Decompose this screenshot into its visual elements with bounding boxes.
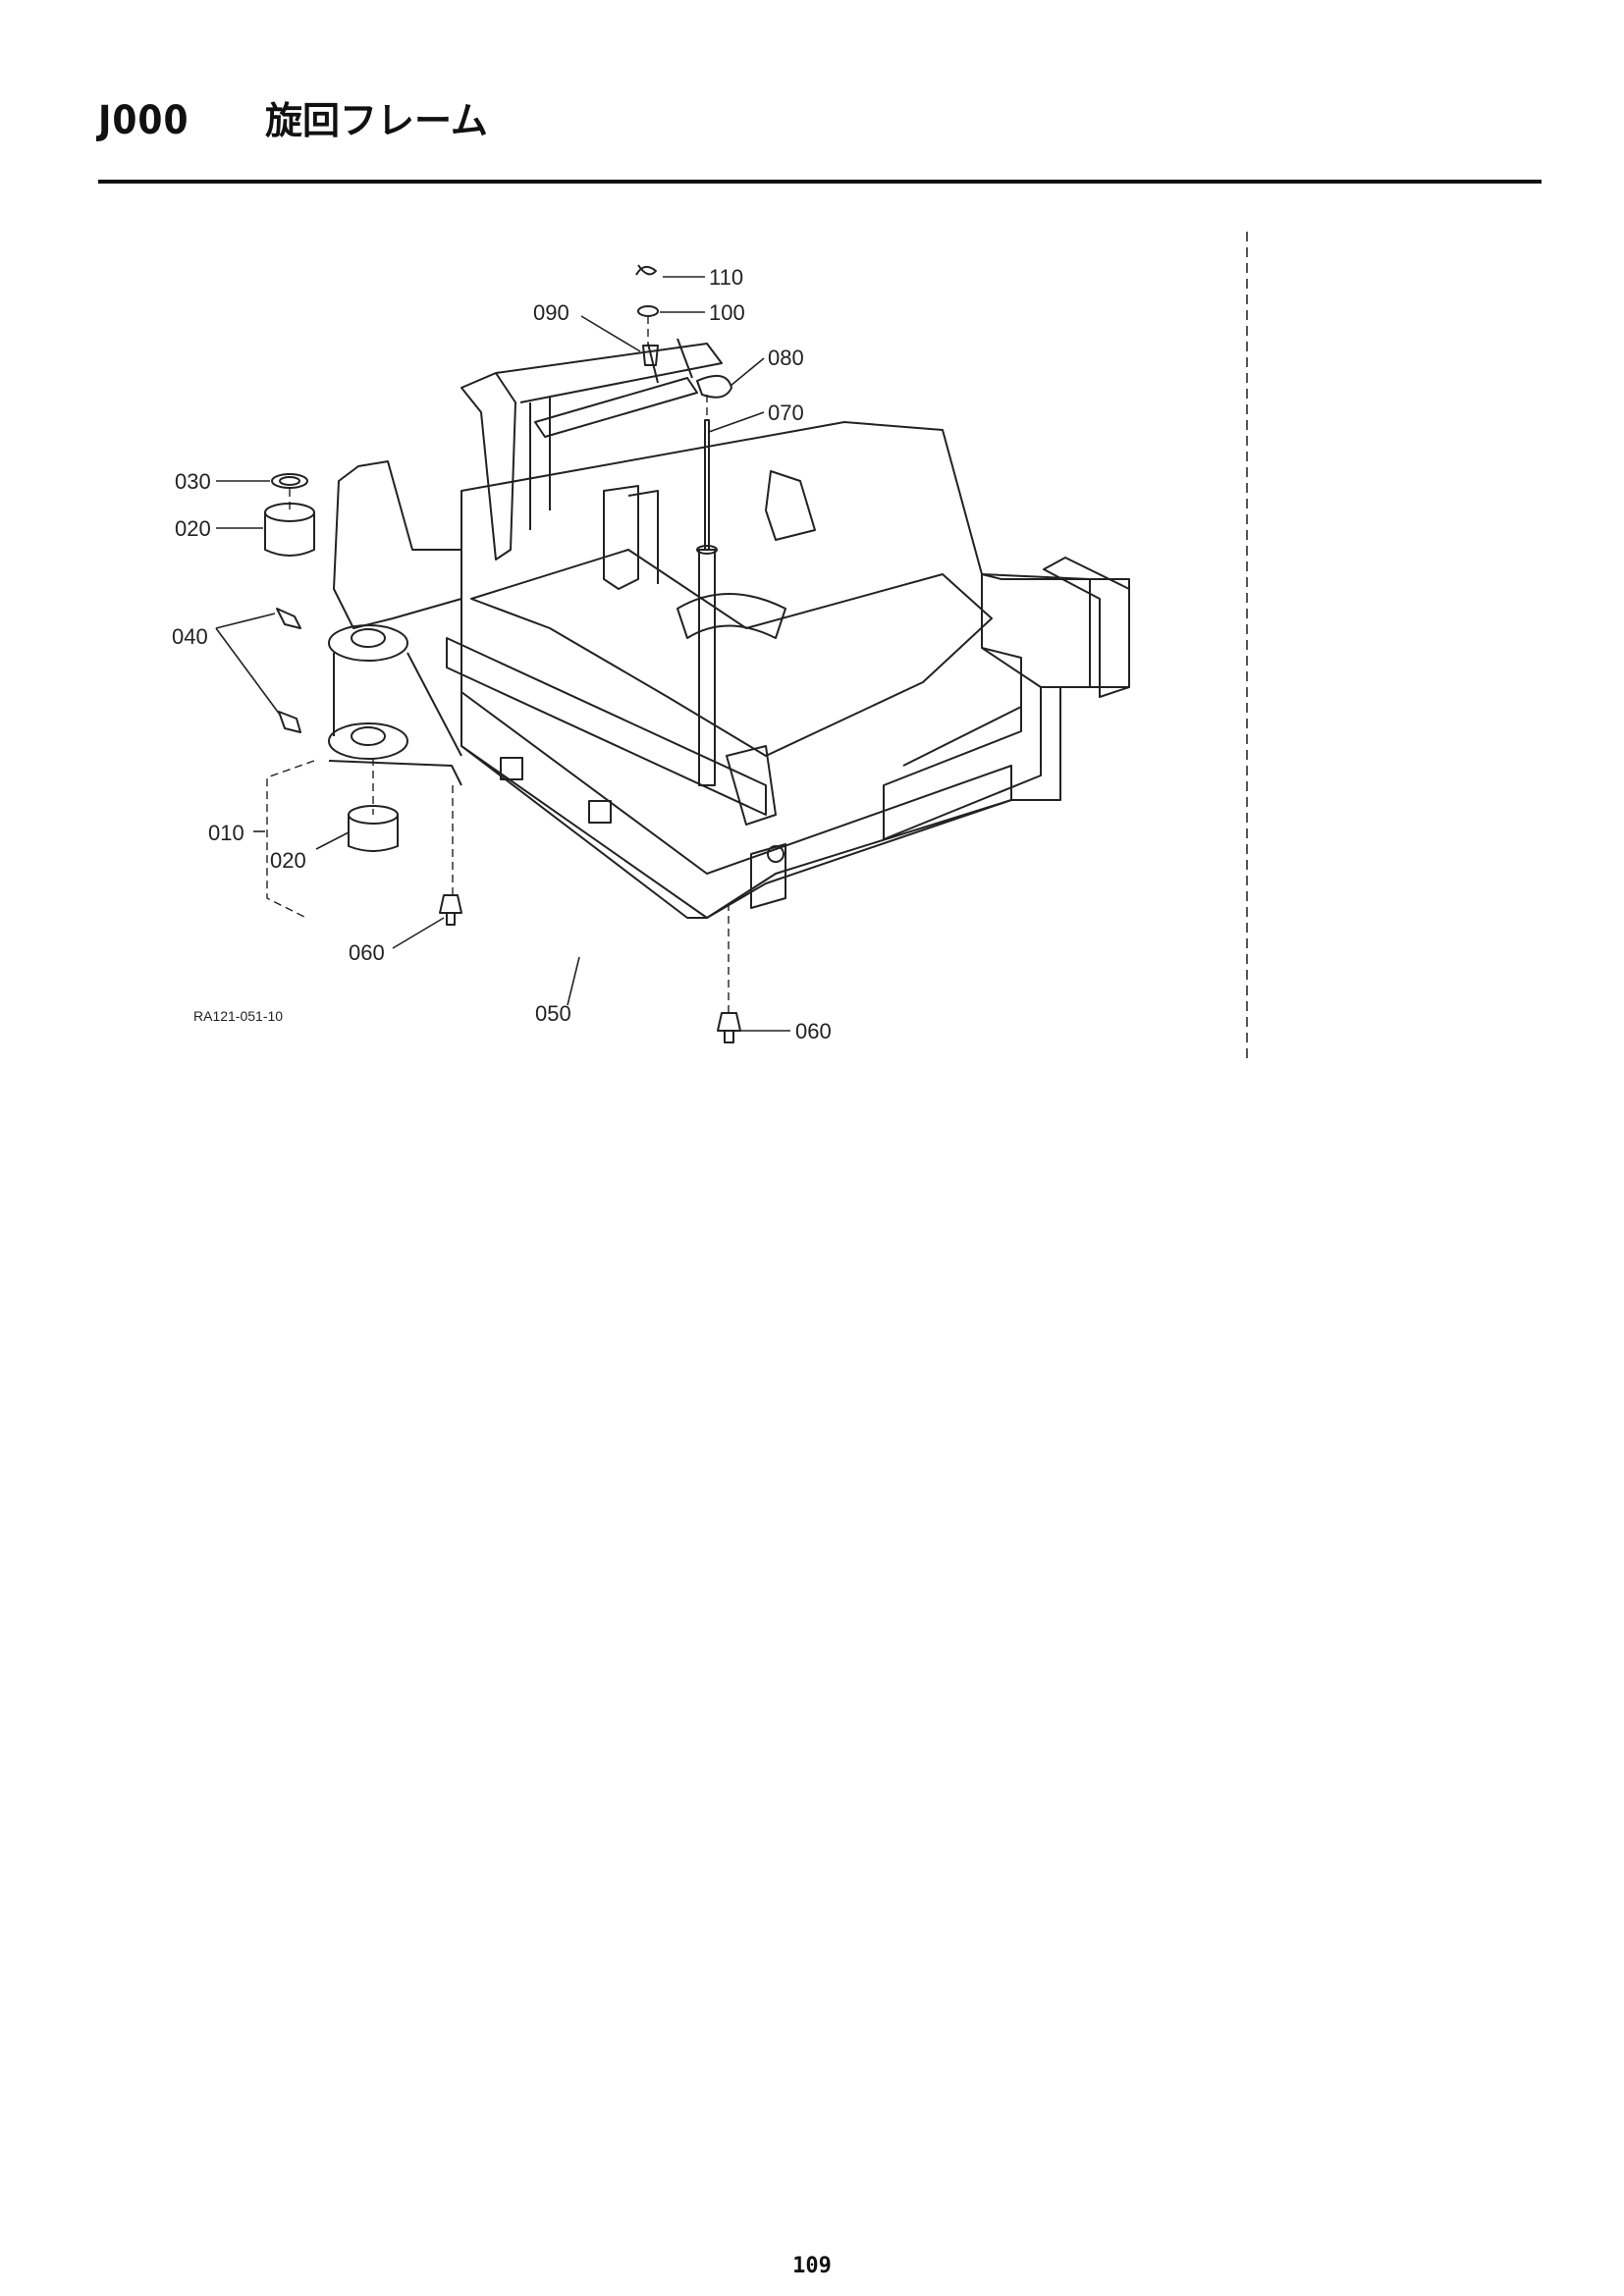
callout-040: 040 [172,624,208,649]
header-rule [98,180,1542,184]
part-100-washer [637,305,659,317]
upper-mount-bracket [460,372,516,561]
exploded-parts-diagram: 110 100 090 080 070 030 020 040 010 020 … [172,232,1248,1062]
callout-060-right: 060 [795,1019,832,1043]
section-title: 旋回フレーム [265,99,488,142]
frame-outline [460,421,1130,919]
drawing-code: RA121-051-10 [193,1008,283,1024]
part-020-bushing-upper [264,512,315,557]
part-020-bushing-lower [348,815,399,852]
swing-boss [333,460,462,629]
callout-020-lower: 020 [270,848,306,873]
part-070-rod [704,419,710,551]
part-060-bolt-right [717,1012,741,1032]
leader-lines [215,276,790,1032]
callout-100: 100 [709,300,745,325]
part-040-fitting-lower [278,711,301,733]
callout-060-left: 060 [349,940,385,965]
inner-deck [470,549,993,757]
callout-020-upper: 020 [175,516,211,541]
part-060-bolt-left [439,894,462,914]
part-080-knob [696,374,732,399]
part-090-bolt [642,345,659,366]
callout-070: 070 [768,400,804,425]
callout-050: 050 [535,1001,571,1026]
lever-bar [534,377,698,438]
base-plate [460,691,1012,919]
callout-010: 010 [208,821,244,845]
section-code: J000 [98,98,189,143]
part-040-fitting-upper [276,608,301,629]
callout-030: 030 [175,469,211,494]
part-110-clip [635,264,657,276]
end-plate [1043,557,1130,698]
callout-090: 090 [533,300,569,325]
callout-110: 110 [709,265,743,290]
column-post [698,549,716,786]
page-number: 109 [792,2254,832,2278]
page-header: J000 旋回フレーム [98,96,1542,145]
part-030-seal [271,473,308,489]
frame-drawing [264,264,1130,1043]
side-channel [883,573,1091,840]
guide-lines [266,316,730,1013]
callout-080: 080 [768,346,804,370]
